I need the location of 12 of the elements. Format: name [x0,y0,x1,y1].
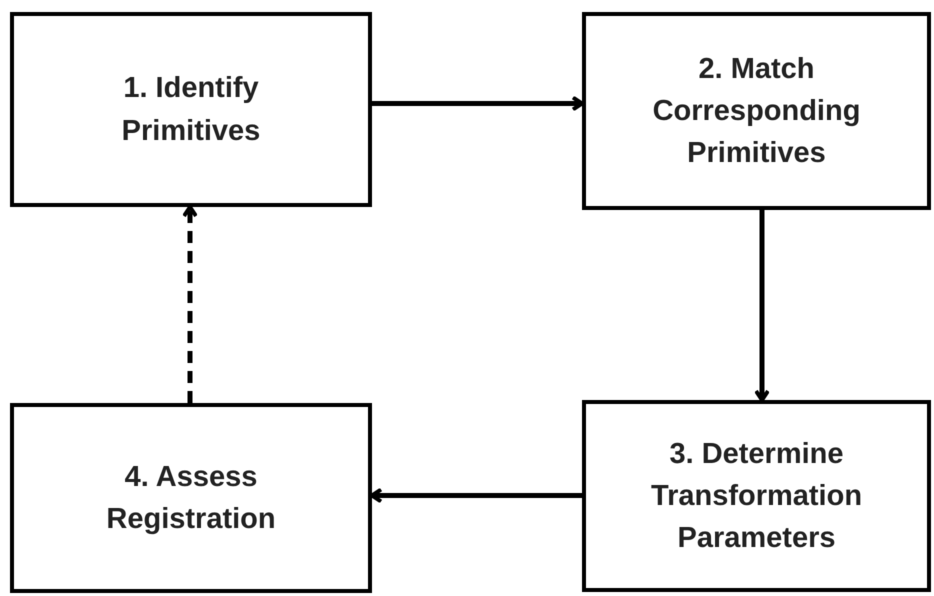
arrow [370,488,582,504]
process-box [10,403,372,593]
arrow [372,96,584,112]
step-label: 1. Identify Primitives [120,71,262,148]
process-box [582,400,931,592]
process-box [10,12,372,207]
arrow [182,205,198,403]
step-label: 3. Determine Transformation Parameters [650,436,864,556]
process-box [582,12,931,210]
step-label: 2. Match Corresponding Primitives [652,52,862,172]
arrow [754,210,770,402]
step-label: 4. Assess Registration [105,460,277,537]
